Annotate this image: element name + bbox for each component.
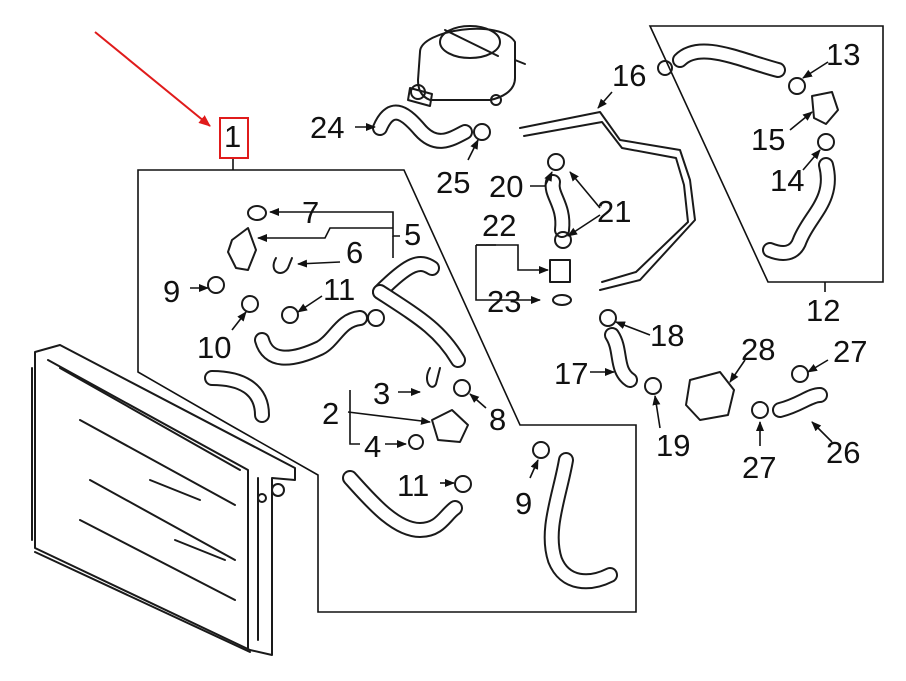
callout-21[interactable]: 21	[597, 194, 632, 229]
coolant-pipe-inner	[523, 121, 689, 283]
callout-4[interactable]: 4	[364, 429, 382, 464]
callout-22[interactable]: 22	[482, 208, 517, 243]
leader-arrows	[190, 61, 833, 487]
callout-6[interactable]: 6	[346, 235, 364, 270]
callout-17[interactable]: 17	[554, 356, 589, 391]
callout-16[interactable]: 16	[612, 58, 647, 93]
hoses	[204, 43, 836, 590]
callout-10[interactable]: 10	[197, 330, 232, 365]
callout-11-lower[interactable]: 11	[397, 468, 430, 503]
callout-24[interactable]: 24	[310, 110, 345, 145]
callout-7[interactable]: 7	[302, 195, 320, 230]
callout-1[interactable]: 1	[224, 119, 242, 154]
part12-box	[648, 25, 884, 283]
highlight-arrow	[94, 31, 211, 127]
expansion-tank	[407, 25, 526, 107]
callout-13[interactable]: 13	[826, 37, 861, 72]
callout-9-left[interactable]: 9	[163, 274, 181, 309]
kit-outline	[137, 169, 637, 613]
callout-27-lower[interactable]: 27	[742, 450, 777, 485]
small-parts	[207, 60, 839, 493]
callout-23[interactable]: 23	[487, 284, 522, 319]
callout-14[interactable]: 14	[770, 163, 805, 198]
callout-11-upper[interactable]: 11	[323, 272, 356, 307]
callout-18[interactable]: 18	[650, 318, 685, 353]
radiator	[31, 344, 296, 656]
callout-28[interactable]: 28	[741, 332, 776, 367]
callout-9-right[interactable]: 9	[515, 486, 533, 521]
callout-26[interactable]: 26	[826, 435, 861, 470]
callout-3[interactable]: 3	[373, 376, 391, 411]
coolant-pipe	[519, 111, 696, 291]
callout-5[interactable]: 5	[404, 217, 422, 252]
callout-2[interactable]: 2	[322, 396, 340, 431]
callout-27-upper[interactable]: 27	[833, 334, 868, 369]
callout-15[interactable]: 15	[751, 122, 786, 157]
callout-20[interactable]: 20	[489, 169, 524, 204]
callout-25[interactable]: 25	[436, 165, 471, 200]
callout-8[interactable]: 8	[489, 402, 507, 437]
callout-12[interactable]: 12	[806, 293, 841, 328]
highlight-box	[219, 117, 249, 159]
callout-19[interactable]: 19	[656, 428, 691, 463]
